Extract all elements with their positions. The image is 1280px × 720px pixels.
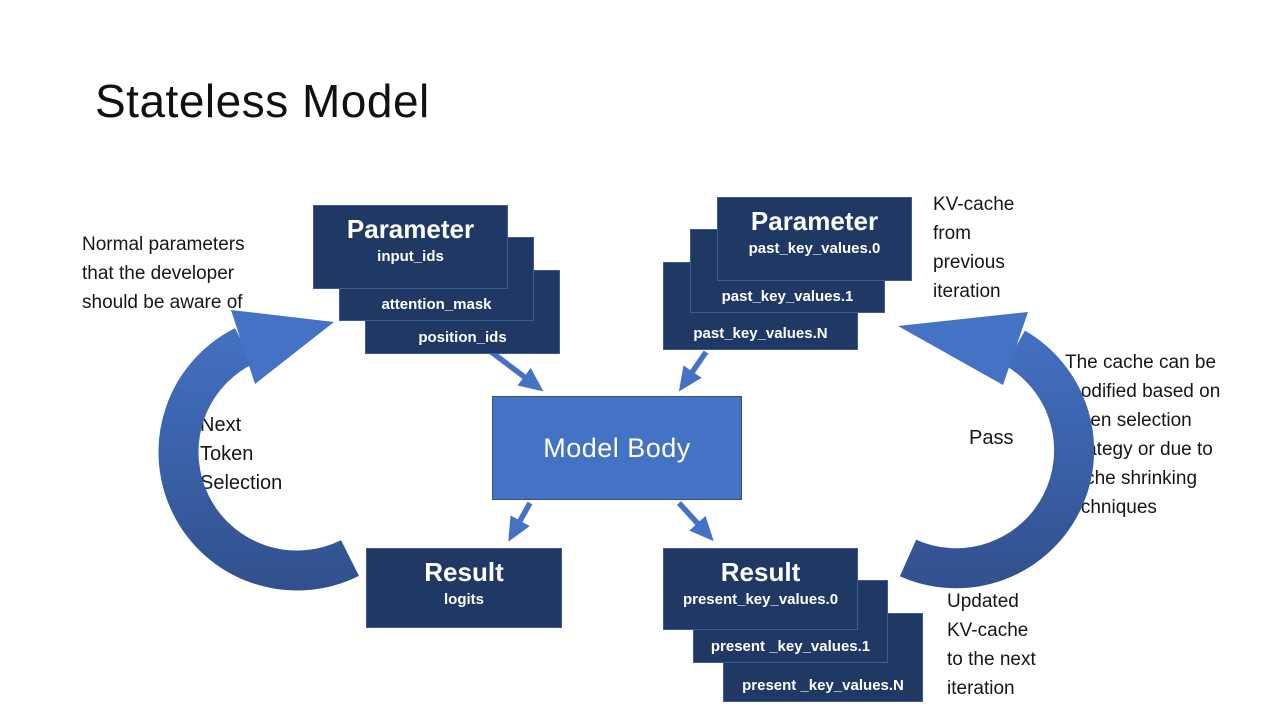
- curved-arrow-right-body: [899, 330, 1095, 589]
- param-label: attention_mask: [381, 296, 492, 313]
- slide-title: Stateless Model: [95, 75, 430, 127]
- result-label: present_key_values.0: [682, 591, 839, 608]
- result-label: present _key_values.N: [742, 677, 904, 694]
- arrow-model-to-right-result: [676, 501, 714, 542]
- param-label: position_ids: [418, 329, 507, 346]
- param-label: past_key_values.N: [693, 325, 828, 342]
- result-label: logits: [444, 591, 484, 608]
- param-label: input_ids: [377, 248, 444, 265]
- node-title: Parameter: [750, 206, 879, 236]
- annotation-normal-parameters: Normal parameters that the developer sho…: [82, 234, 245, 313]
- result-box-present-key-values-0: Result present_key_values.0: [663, 548, 858, 630]
- node-title: Result: [720, 557, 801, 587]
- param-box-past-key-values-0: Parameter past_key_values.0: [717, 197, 912, 281]
- model-body-box: Model Body: [492, 396, 742, 500]
- result-box-logits: Result logits: [366, 548, 562, 628]
- param-label: past_key_values.1: [721, 288, 854, 305]
- arrow-model-to-left-result: [508, 501, 533, 542]
- curved-arrow-next-token: [158, 310, 359, 591]
- label-pass: Pass: [969, 427, 1014, 449]
- node-title: Parameter: [346, 214, 475, 244]
- annotation-kv-cache-from-previous: KV-cache from previous iteration: [933, 194, 1015, 302]
- curved-arrow-left-head: [231, 310, 334, 384]
- curved-arrow-left-body: [158, 328, 359, 591]
- curved-arrow-right-head: [898, 312, 1028, 385]
- annotation-updated-kv-cache: Updated KV-cache to the next iteration: [947, 591, 1036, 699]
- param-label: past_key_values.0: [748, 240, 881, 257]
- param-box-input-ids: Parameter input_ids: [313, 205, 508, 289]
- model-body-label: Model Body: [543, 432, 691, 463]
- node-title: Result: [424, 557, 504, 587]
- result-label: present _key_values.1: [710, 638, 871, 655]
- label-next-token-selection: Next Token Selection: [200, 414, 283, 494]
- arrow-left-param-to-model: [488, 348, 544, 392]
- arrow-right-param-to-model: [678, 350, 709, 392]
- curved-arrow-pass: [898, 312, 1095, 589]
